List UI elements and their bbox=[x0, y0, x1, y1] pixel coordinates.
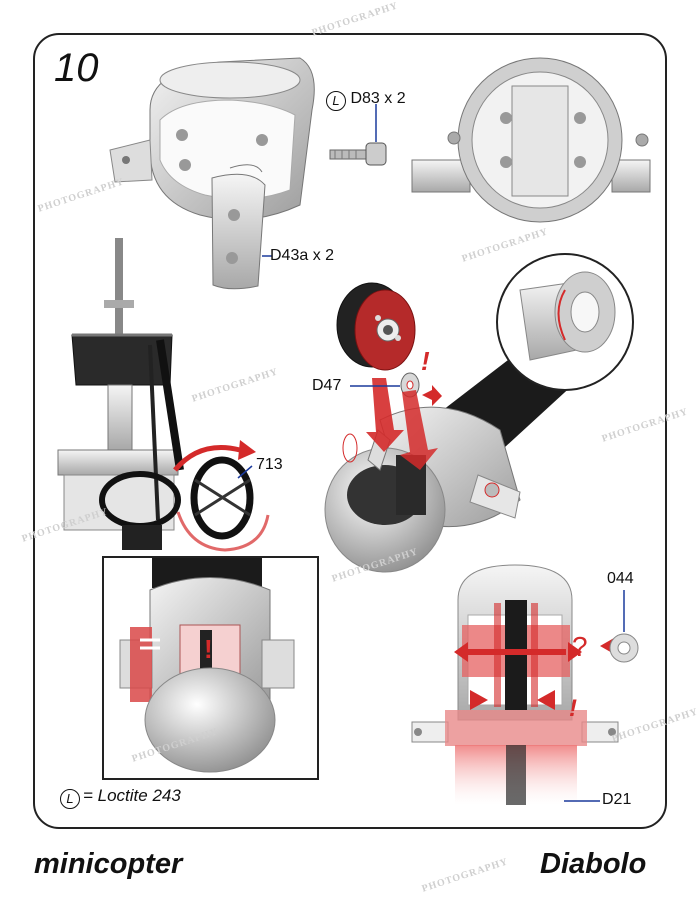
step-number: 10 bbox=[54, 46, 99, 90]
label-044: 044 bbox=[607, 570, 634, 587]
pulley-d47 bbox=[336, 282, 416, 371]
loctite-symbol: L bbox=[326, 91, 346, 111]
question-mark: ? bbox=[572, 631, 588, 662]
legend: L= Loctite 243 bbox=[60, 786, 181, 809]
legend-text: = Loctite 243 bbox=[83, 786, 181, 805]
legend-symbol: L bbox=[60, 789, 80, 809]
inset-warning: ! bbox=[204, 634, 213, 664]
label-713: 713 bbox=[256, 456, 283, 473]
section-warning: ! bbox=[569, 695, 577, 722]
label-d47: D47 bbox=[312, 377, 342, 394]
gearbox-warning: ! bbox=[421, 346, 430, 376]
label-d83: L D83 x 2 bbox=[326, 90, 406, 111]
belt-leader bbox=[237, 465, 253, 479]
inset-detail: ! bbox=[102, 556, 319, 780]
footer-brand: minicopter bbox=[34, 848, 183, 880]
belt-drive-assembly bbox=[57, 238, 270, 552]
washer-044 bbox=[609, 633, 639, 663]
label-d43a: D43a x 2 bbox=[270, 247, 335, 264]
insertion-arrows bbox=[366, 378, 442, 470]
screw-d83 bbox=[329, 142, 387, 166]
footer-model: Diabolo bbox=[540, 848, 647, 880]
bearing-zoom bbox=[496, 253, 634, 391]
label-d83-text: D83 x 2 bbox=[350, 90, 406, 107]
cross-section-view bbox=[411, 564, 619, 805]
housing-part-top-left bbox=[109, 57, 315, 290]
label-d21: D21 bbox=[602, 791, 632, 808]
housing-part-top-right bbox=[411, 57, 651, 223]
